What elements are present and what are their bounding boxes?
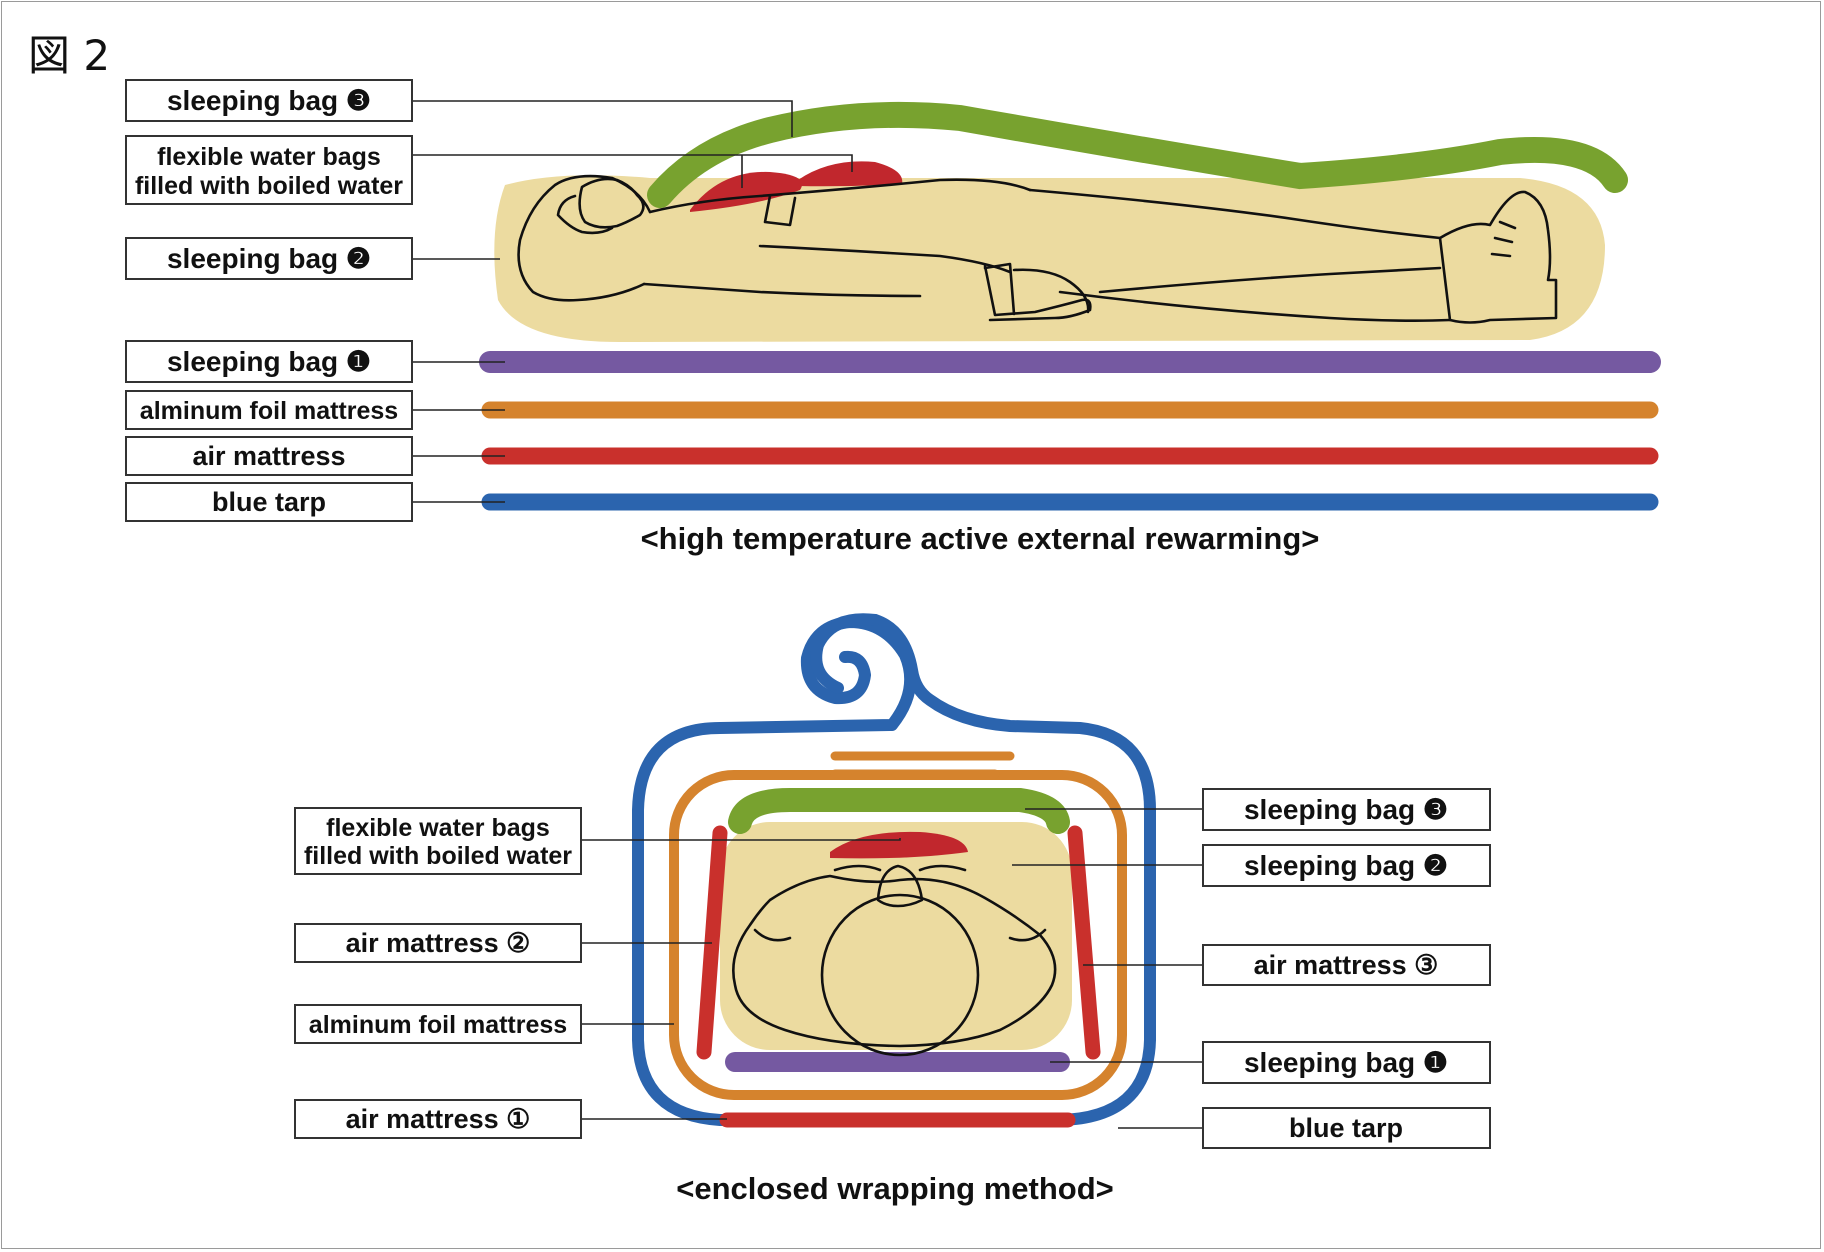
- bottom-sleeping-bag-3-shape: [728, 788, 1070, 834]
- bottom-label-sleeping-bag-3: sleeping bag ❸: [1244, 794, 1448, 825]
- bottom-label-air-mattress-3: air mattress ③: [1254, 950, 1439, 980]
- top-label-blue-tarp: blue tarp: [212, 487, 326, 517]
- bottom-person-figure: [732, 864, 1057, 1057]
- top-label-box-alminum: [125, 390, 413, 430]
- bottom-leader-water-bags: [581, 838, 901, 841]
- bottom-label-water-bags-line1: flexible water bags: [326, 814, 550, 842]
- top-label-sleeping-bag-3: sleeping bag ❸: [167, 85, 371, 116]
- top-label-box-water-bags: [125, 135, 413, 205]
- bottom-label-box-sleeping-bag-3: [1202, 788, 1491, 831]
- top-label-box-sleeping-bag-3: [125, 79, 413, 122]
- bottom-label-sleeping-bag-1: sleeping bag ❶: [1244, 1047, 1448, 1078]
- bottom-label-air-mattress-2: air mattress ②: [346, 928, 531, 958]
- bottom-caption: <enclosed wrapping method>: [676, 1171, 1114, 1206]
- bottom-label-alminum: alminum foil mattress: [309, 1011, 567, 1039]
- top-label-box-sleeping-bag-1: [125, 340, 413, 383]
- top-label-box-air-mattress: [125, 436, 413, 476]
- bottom-blue-tarp-spiral: [810, 613, 881, 694]
- figure-label: 図 2: [28, 31, 111, 80]
- top-label-sleeping-bag-1: sleeping bag ❶: [167, 346, 371, 377]
- bottom-sleeping-bag-2-shape: [720, 822, 1072, 1050]
- top-label-air-mattress: air mattress: [192, 441, 345, 471]
- top-leader-water-bags: [412, 154, 853, 172]
- top-label-alminum: alminum foil mattress: [140, 397, 398, 425]
- top-label-box-sleeping-bag-2: [125, 237, 413, 280]
- bottom-label-blue-tarp: blue tarp: [1289, 1113, 1403, 1143]
- top-leader-sleeping-bag-3: [412, 100, 793, 137]
- bottom-label-box-alminum: [294, 1004, 582, 1044]
- top-water-bag-1: [690, 171, 802, 212]
- bottom-label-box-sleeping-bag-1: [1202, 1041, 1491, 1084]
- top-caption: <high temperature active external rewarm…: [641, 521, 1320, 556]
- bottom-diagram: flexible water bags filled with boiled w…: [294, 613, 1491, 1206]
- bottom-label-water-bags-line2: filled with boiled water: [304, 842, 572, 870]
- bottom-label-box-blue-tarp: [1202, 1107, 1491, 1149]
- top-sleeping-bag-3-shape: [647, 101, 1628, 208]
- top-person-figure: [517, 174, 1558, 324]
- bottom-blue-tarp-shape: [632, 614, 1156, 1126]
- bottom-label-sleeping-bag-2: sleeping bag ❷: [1244, 850, 1448, 881]
- bottom-label-box-sleeping-bag-2: [1202, 844, 1491, 887]
- top-label-box-blue-tarp: [125, 482, 413, 522]
- top-sleeping-bag-2-shape: [494, 175, 1606, 342]
- bottom-label-box-water-bags: [294, 807, 582, 875]
- top-label-water-bags-line1: flexible water bags: [157, 143, 381, 171]
- bottom-air-mattress-3-bar: [1067, 825, 1101, 1060]
- top-label-sleeping-bag-2: sleeping bag ❷: [167, 243, 371, 274]
- top-label-water-bags-line2: filled with boiled water: [135, 172, 403, 200]
- bottom-label-air-mattress-1: air mattress ①: [346, 1104, 531, 1134]
- top-diagram: sleeping bag ❸ flexible water bags fille…: [125, 79, 1661, 556]
- bottom-label-box-air-mattress-1: [294, 1099, 582, 1139]
- top-water-bag-2: [798, 161, 903, 187]
- bottom-label-box-air-mattress-3: [1202, 944, 1491, 986]
- bottom-label-box-air-mattress-2: [294, 923, 582, 963]
- bottom-water-bag: [830, 831, 968, 859]
